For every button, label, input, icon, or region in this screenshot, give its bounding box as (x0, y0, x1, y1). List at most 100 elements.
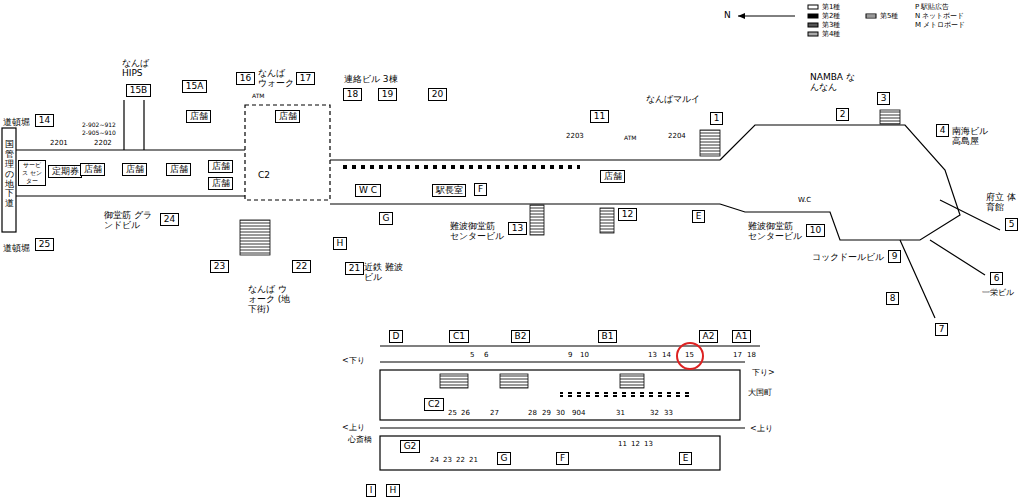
exit-passage (900, 200, 1000, 318)
node-text: F (559, 453, 566, 464)
facility-box: 店舗 (166, 163, 191, 176)
node-text: 駅長室 (435, 185, 463, 196)
place-label: 近鉄 難波ビル (364, 262, 404, 282)
node-text: 店舗 (189, 111, 208, 122)
node-text: 10 (809, 225, 822, 236)
facility-box: サービス センター (18, 160, 46, 186)
node-text: 12 (621, 209, 634, 220)
legend-text: M メトロボード (915, 21, 965, 30)
place-label: <下り (342, 356, 365, 366)
place-label: <上り (342, 423, 365, 433)
place-label: 連絡ビル 3棟 (344, 74, 398, 84)
exit-box: 17 (296, 72, 315, 85)
legend-text: 第3種 (822, 21, 840, 30)
node-text: W C (358, 185, 378, 196)
facility-box: 店舗 (600, 170, 625, 183)
place-label: 道頓堀 (3, 243, 30, 253)
north-arrow-head (738, 13, 745, 19)
place-label: 13 (648, 351, 657, 360)
facility-box: W C (355, 184, 381, 197)
exit-box: A1 (732, 330, 751, 343)
exit-box: 13 (508, 222, 527, 235)
exit-box: 12 (618, 208, 637, 221)
exit-box: 16 (236, 72, 255, 85)
open-area (245, 105, 330, 200)
place-label: 27 (490, 409, 499, 418)
corridor-wall (124, 100, 144, 150)
node-text: 23 (213, 261, 226, 272)
node-text: G2 (403, 441, 417, 452)
node-text: 5 (1008, 219, 1015, 230)
exit-box: G (379, 212, 393, 225)
place-label: なんばマルイ (646, 94, 700, 104)
north-arrow (738, 16, 795, 17)
exit-box: 18 (343, 88, 362, 101)
exit-box: 4 (936, 124, 949, 137)
node-text: 2 (839, 109, 846, 120)
place-label: 御堂筋 グランドビル (104, 210, 158, 230)
node-text: サービス センター (21, 161, 43, 185)
place-label: 2-905~910 (82, 129, 116, 137)
place-label: なんば ウォーク (258, 68, 294, 88)
legend-text: 第1種 (822, 3, 840, 12)
node-text: F (477, 184, 484, 195)
facility-box: 駅長室 (432, 184, 466, 197)
node-text: 店舗 (83, 164, 102, 175)
exit-box: 14 (35, 114, 54, 127)
node-text: E (695, 211, 702, 222)
node-text: 店舗 (603, 171, 622, 182)
place-label: <上り (750, 424, 773, 434)
place-label: 24 (430, 456, 439, 465)
node-text: 21 (348, 263, 361, 274)
place-label: 22 (456, 456, 465, 465)
exit-box: C2 (424, 398, 444, 411)
place-label: 904 (572, 409, 585, 418)
exit-box: 23 (210, 260, 229, 273)
exit-box: 10 (806, 224, 825, 237)
exit-box: B2 (511, 330, 530, 343)
place-label: 10 (580, 351, 589, 360)
platform (380, 346, 760, 470)
exit-box: 2 (836, 108, 849, 121)
node-text: 18 (346, 89, 359, 100)
island-platform (380, 370, 740, 420)
facility-box: 店舗 (186, 110, 211, 123)
node-text: 20 (431, 89, 444, 100)
place-label: 5 (470, 351, 474, 360)
place-label: 12 (631, 440, 640, 449)
exit-box: 24 (160, 213, 179, 226)
place-label: N (724, 10, 731, 20)
place-label: W.C (798, 196, 811, 205)
node-text: B1 (601, 331, 614, 342)
node-text: 25 (38, 239, 51, 250)
exit-box: I (366, 484, 376, 497)
place-label: 心斎橋 (348, 435, 372, 445)
place-label: 33 (664, 409, 673, 418)
node-text: 4 (939, 125, 946, 136)
place-label: 26 (461, 409, 470, 418)
exit-box: 6 (990, 272, 1003, 285)
exit-box: 15A (182, 80, 207, 93)
place-label: ATM (252, 92, 264, 100)
place-label: NAMBA なんなん (810, 72, 862, 92)
node-text: 16 (239, 73, 252, 84)
place-label: 2202 (94, 139, 112, 148)
legend-symbols (808, 5, 876, 36)
node-text: H (336, 238, 344, 249)
node-text: 15A (185, 81, 204, 92)
node-text: 19 (381, 89, 394, 100)
place-label: 大国町 (748, 388, 772, 398)
facility-box: 店舗 (208, 160, 233, 173)
facility-box: 店舗 (208, 177, 233, 190)
node-text: D (392, 331, 400, 342)
exit-box: 19 (378, 88, 397, 101)
place-label: なんば ウォーク (地下街) (248, 284, 294, 314)
exit-box: 9 (888, 250, 901, 263)
exit-box: 25 (35, 238, 54, 251)
place-label: 2203 (566, 132, 584, 141)
legend-text: P 駅貼広告 (915, 3, 949, 12)
corridor-wall (330, 160, 720, 204)
exit-box: 3 (877, 92, 890, 105)
